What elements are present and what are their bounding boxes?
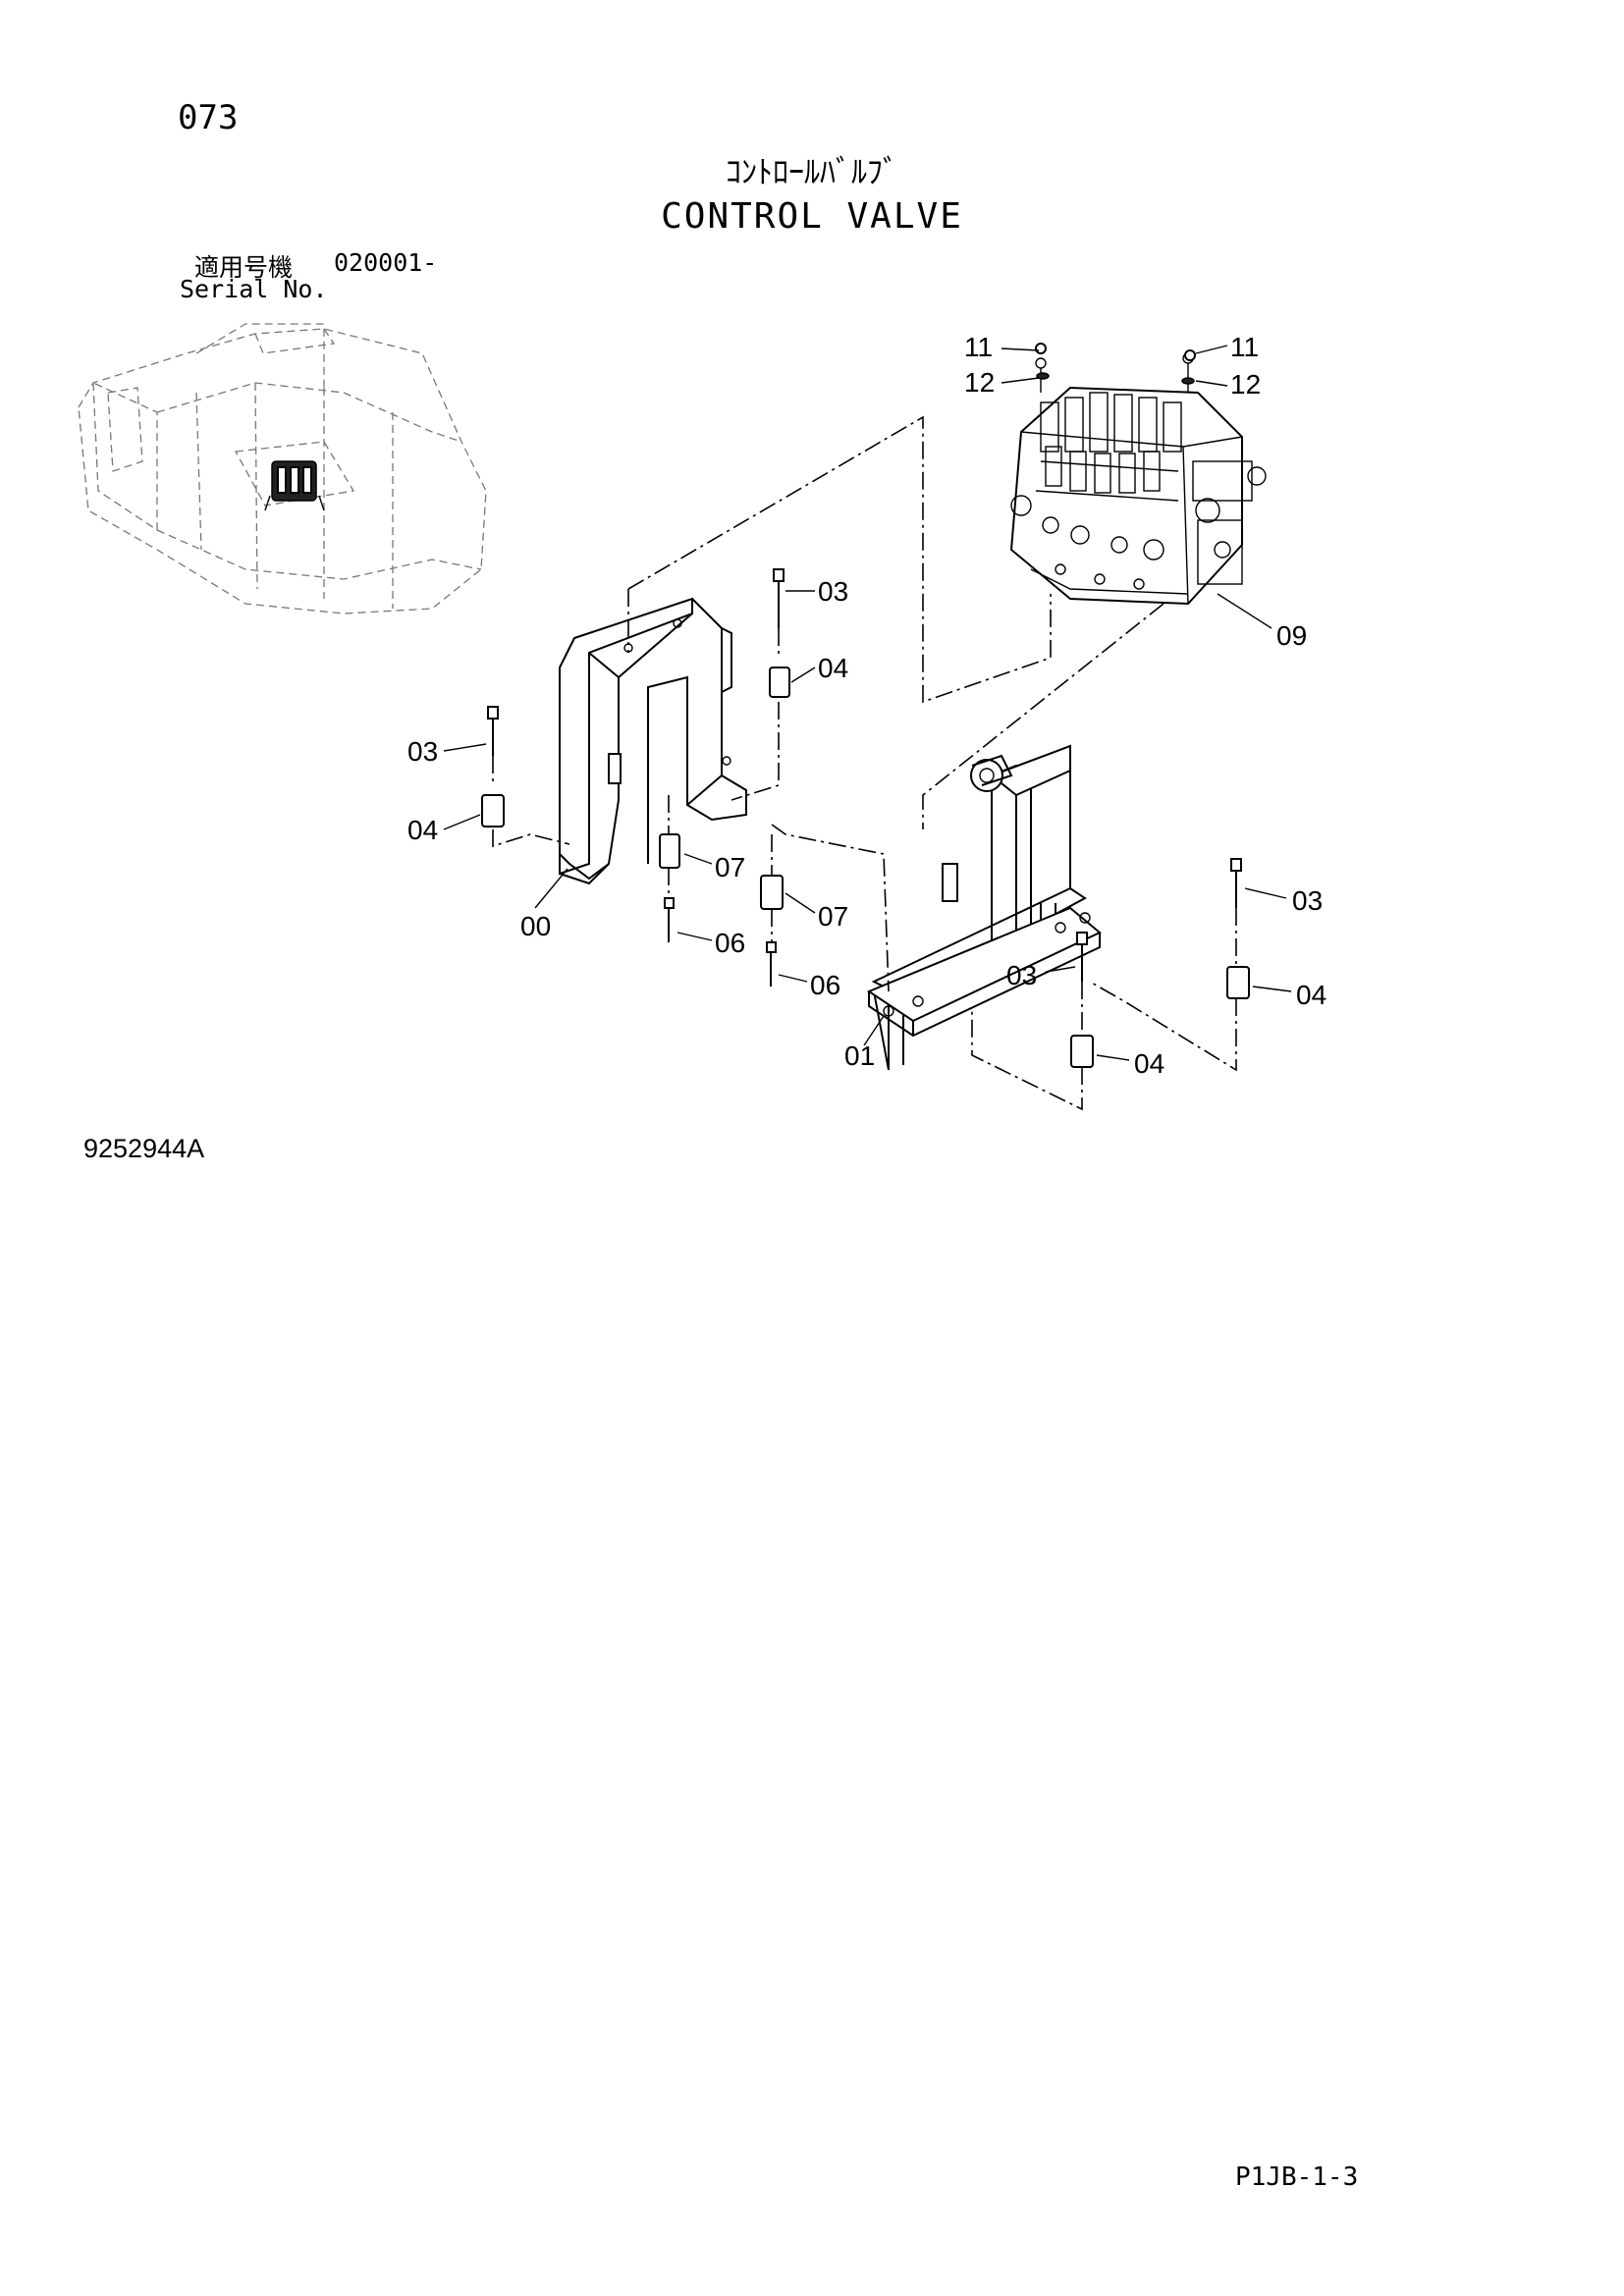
callout-12-right: 12 xyxy=(1230,369,1262,400)
callout-03-top: 03 xyxy=(818,576,849,607)
callout-01: 01 xyxy=(844,1041,876,1071)
drawing-number: 9252944A xyxy=(83,1134,205,1163)
title-japanese: ｺﾝﾄﾛｰﾙﾊﾞﾙﾌﾞ xyxy=(725,153,898,190)
spacer-07-b xyxy=(760,875,784,910)
locator-valve-highlight xyxy=(264,460,325,511)
callout-03-bottom: 03 xyxy=(1006,960,1038,990)
bolt-06-a xyxy=(664,897,675,942)
callout-11-left: 11 xyxy=(964,332,994,362)
bolt-03-left xyxy=(487,706,499,756)
bracket-00 xyxy=(559,597,747,885)
spacer-04-bottom xyxy=(1070,1035,1094,1068)
bolt-03-right xyxy=(1230,858,1242,908)
spacer-04-top xyxy=(769,667,790,698)
bolt-03-bottom xyxy=(1076,932,1088,982)
callout-04-top: 04 xyxy=(818,653,849,683)
callout-00: 00 xyxy=(520,911,552,941)
serial-value: 020001- xyxy=(334,248,438,277)
assembly-phantom-lines xyxy=(492,415,1237,1111)
bolts-11-washers-12 xyxy=(1035,343,1196,385)
callout-04-left: 04 xyxy=(407,815,439,845)
callout-11-right: 11 xyxy=(1230,332,1260,362)
spacer-07-a xyxy=(659,833,680,869)
bracket-01 xyxy=(866,744,1102,1071)
callout-04-right: 04 xyxy=(1296,980,1327,1010)
machine-locator-sketch xyxy=(78,323,487,614)
leader-lines xyxy=(443,345,1292,1061)
callout-09: 09 xyxy=(1276,620,1308,651)
callout-07-b: 07 xyxy=(818,901,849,932)
callout-07-a: 07 xyxy=(715,852,746,882)
page-number: 073 xyxy=(178,98,239,137)
callout-03-right: 03 xyxy=(1292,885,1324,916)
serial-label-japanese: 適用号機 xyxy=(194,253,294,282)
callout-06-b: 06 xyxy=(810,970,841,1000)
callout-03-left: 03 xyxy=(407,736,439,767)
callout-04-bottom: 04 xyxy=(1134,1048,1165,1079)
spacer-04-right xyxy=(1226,966,1250,999)
spacer-04-left xyxy=(481,794,505,828)
serial-label-english: Serial No. xyxy=(180,275,328,303)
sheet-code: P1JB-1-3 xyxy=(1235,2163,1359,2192)
control-valve-assembly xyxy=(1009,352,1267,606)
bolt-03-top xyxy=(773,568,785,628)
callout-12-left: 12 xyxy=(964,367,996,398)
callout-06-a: 06 xyxy=(715,928,746,958)
bolt-06-b xyxy=(766,941,777,987)
title-english: CONTROL VALVE xyxy=(661,196,963,237)
